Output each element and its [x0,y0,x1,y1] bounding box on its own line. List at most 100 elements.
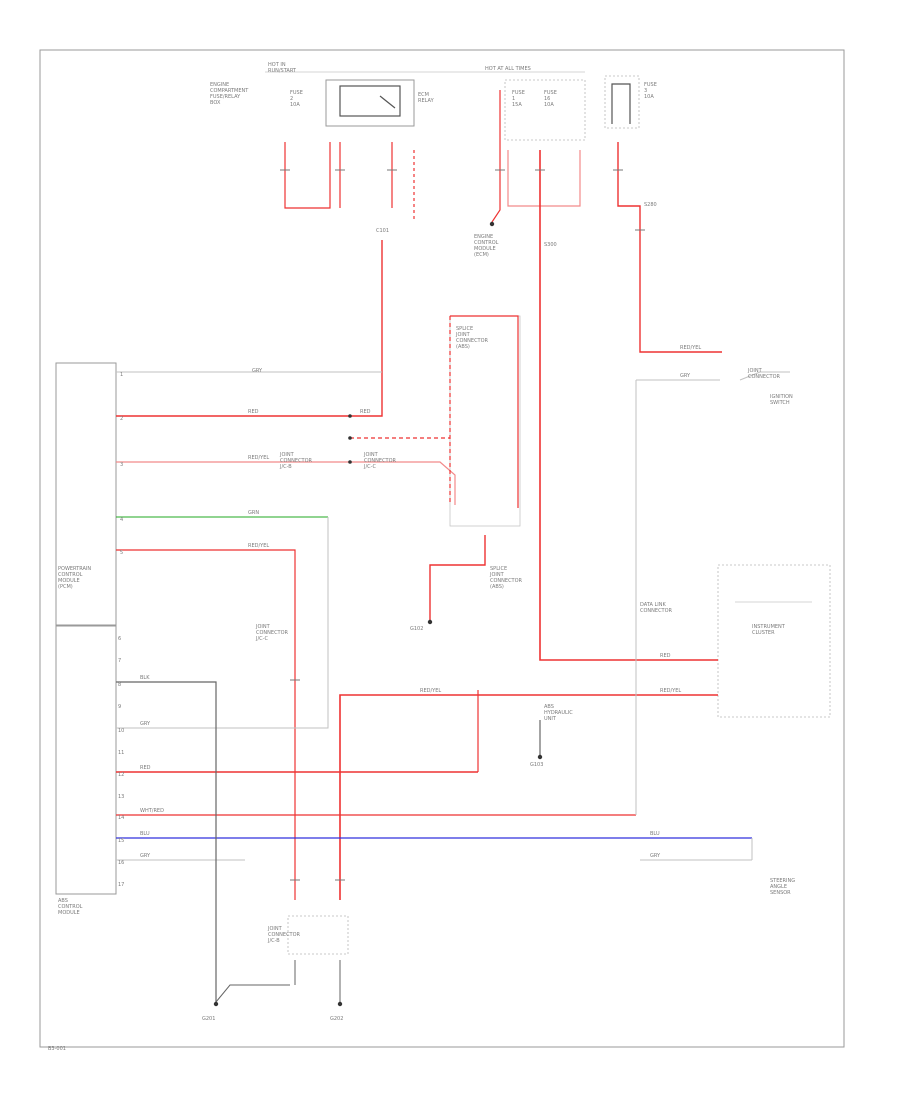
svg-text:10: 10 [118,728,124,734]
ground-point-left [213,1001,219,1007]
wire-sensor [429,535,486,620]
wire-joint-right [450,315,519,508]
code-w3: GRN [248,510,259,516]
svg-text:4: 4 [120,517,123,523]
wire-lower-main [339,694,718,900]
fuse-block-dashed [504,79,586,141]
svg-text:9: 9 [118,704,121,710]
wire-main-2 [116,461,456,505]
svg-text:13: 13 [118,794,124,800]
instrument-cluster-box [717,564,831,718]
code-w6: WHT/RED [140,808,164,814]
wire-lower-a [116,549,296,900]
label-g-bottom: G103 [530,762,543,768]
wire-group-grey [116,371,790,861]
diagram-frame [39,49,845,1048]
code-w10d: GRY [650,853,661,859]
code-w1c: RED [140,765,151,771]
svg-text:11: 11 [118,750,124,756]
wire-fuse-loop [284,142,331,209]
label-g-right: G202 [330,1016,343,1022]
label-conn-top: C101 [376,228,389,234]
bottom-connector-box [287,915,349,955]
svg-text:15: 15 [118,838,124,844]
svg-text:5: 5 [120,550,123,556]
label-splice-b: S280 [644,202,657,208]
label-g-left: G201 [202,1016,215,1022]
fuse-relay-box [265,71,640,141]
label-g-mid: G102 [410,626,423,632]
code-w10b: GRY [140,853,151,859]
code-w2d: RED/YEL [660,688,681,694]
wire-right-top [617,142,722,353]
wire-ground-black [116,681,217,1002]
wire-color-codes: RED RED RED/YEL GRN RED/YEL BLK GRY RED … [140,345,701,859]
wire-ignition-feed [539,150,718,661]
wire-main-1 [116,240,383,417]
fuse-small-dashed [604,75,640,129]
label-splice-a: S300 [544,242,557,248]
svg-text:8: 8 [118,682,121,688]
ecm-relay-box [325,79,415,127]
left-module-box [55,362,117,626]
code-w10: GRY [140,721,151,727]
label-hot-all-times: HOT AT ALL TIMES [485,66,531,72]
code-w10c: GRY [680,373,691,379]
code-w1: RED [248,409,259,415]
wire-group-power [116,90,722,900]
code-w1b: RED [360,409,371,415]
ground-point-center [427,619,433,625]
code-w1d: RED [660,653,671,659]
ground-point-mid [537,754,543,760]
svg-text:2: 2 [120,416,123,422]
wire-fuse-feed [491,90,501,223]
abs-module-box [55,625,117,895]
svg-text:7: 7 [118,658,121,664]
pin-numbers: 1 2 3 4 5 6 7 8 9 10 11 12 13 14 15 16 1… [118,372,124,888]
connector-ticks [280,169,645,881]
fuse-small-symbol [611,83,631,124]
code-w10e: GRY [252,368,263,374]
svg-text:12: 12 [118,772,124,778]
ground-symbols [213,221,543,1007]
wire-fuse-loop2 [507,150,581,207]
ground-point-right [337,1001,343,1007]
svg-text:3: 3 [120,462,123,468]
ground-point-top [489,221,495,227]
svg-text:17: 17 [118,882,124,888]
label-page-ref: B3-001 [48,1046,66,1052]
code-w4b: BLU [650,831,660,837]
svg-text:6: 6 [118,636,121,642]
code-w2: RED/YEL [248,455,269,461]
code-w2e: RED/YEL [680,345,701,351]
code-w4: BLU [140,831,150,837]
svg-text:1: 1 [120,372,123,378]
svg-text:14: 14 [118,815,124,821]
relay-switch [339,85,401,117]
svg-text:16: 16 [118,860,124,866]
